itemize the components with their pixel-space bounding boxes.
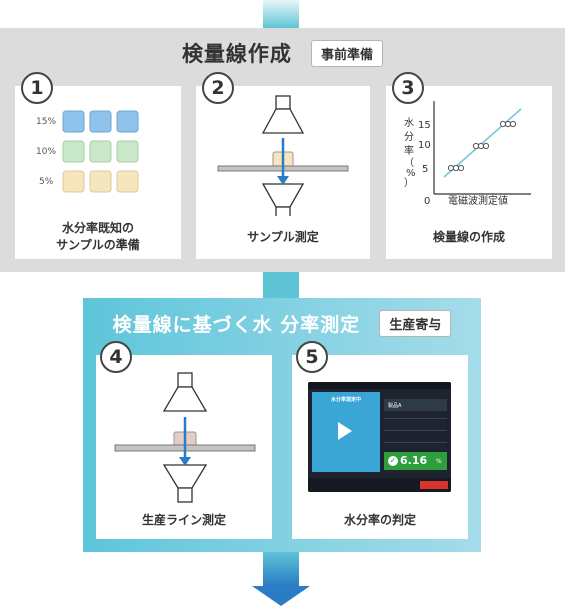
sample-label-10: 10% (36, 147, 56, 157)
measuring-panel: 水分率測定中 (312, 392, 380, 472)
wave-arrow-head-2 (179, 457, 191, 466)
product-box: 製品A (384, 399, 447, 411)
step-number-2: 2 (202, 72, 234, 104)
measurement-illustration (217, 95, 349, 216)
flow-arrow-middle (263, 272, 299, 298)
screen-top-bar (308, 382, 451, 389)
ylabel-char-3: 率 (404, 144, 414, 157)
production-header: 検量線に基づく水 分率測定 生産寄与 (83, 310, 481, 337)
data-points (447, 120, 517, 172)
production-title: 検量線に基づく水 分率測定 (112, 314, 361, 336)
sample-grid-illustration: 15% 10% 5% (36, 110, 139, 193)
stop-button-indicator (420, 481, 448, 489)
step-caption-1-line1: 水分率既知の (61, 221, 134, 235)
play-icon (338, 422, 352, 440)
moisture-meter-screen: 水分率測定中 製品A ✓ 6.16 % (308, 382, 451, 492)
moisture-result: ✓ 6.16 % (384, 452, 447, 470)
step-caption-1-line2: サンプルの準備 (56, 238, 140, 252)
product-name: 製品A (388, 403, 402, 409)
graph-ylabel: 水 分 率 （ % ） (404, 117, 416, 189)
samples-row-5 (62, 170, 139, 193)
measuring-panel-title: 水分率測定中 (330, 397, 361, 403)
step-caption-1: 水分率既知の サンプルの準備 (15, 220, 181, 254)
sensor-top-icon-2 (162, 372, 208, 412)
preparation-title: 検量線作成 (181, 42, 292, 66)
step-number-5: 5 (296, 341, 328, 373)
graph-xlabel: 電磁波測定値 (448, 194, 508, 207)
check-icon: ✓ (388, 456, 398, 466)
step-caption-4: 生産ライン測定 (141, 513, 226, 527)
sample-label-15: 15% (36, 117, 56, 127)
sample-label-5: 5% (39, 177, 54, 187)
moisture-value: 6.16 (400, 454, 428, 467)
sensor-top-icon (261, 95, 305, 134)
sensor-bottom-icon (261, 183, 305, 216)
step-card-3: 3 水 分 率 （ % ） 15 10 5 0 電磁波測定値 検量線の作成 (386, 72, 552, 259)
step-card-2: 2 サンプル測定 (196, 72, 370, 259)
flow-arrow-head (252, 586, 310, 606)
sensor-bottom-icon-2 (162, 464, 208, 503)
wave-arrow-head (277, 176, 289, 185)
step-card-1: 1 15% 10% 5% 水分率既知の サンプルの準備 (15, 72, 181, 259)
step-number-1: 1 (21, 72, 53, 104)
calibration-graph: 水 分 率 （ % ） 15 10 5 0 電磁波測定値 (404, 101, 531, 207)
samples-row-10 (62, 140, 139, 163)
moisture-unit: % (436, 458, 442, 465)
flow-arrow-top (263, 0, 299, 28)
step-caption-5: 水分率の判定 (343, 513, 416, 527)
ylabel-char-4: （ (404, 157, 414, 169)
preparation-header: 検量線作成 事前準備 (0, 38, 565, 68)
preparation-badge: 事前準備 (311, 39, 384, 67)
ytick-10: 10 (418, 140, 431, 151)
ylabel-char-5: % (406, 168, 416, 179)
step-number-3: 3 (392, 72, 424, 104)
screen-bottom-bar (308, 478, 451, 492)
screen-info-panel: 製品A ✓ 6.16 % (384, 392, 447, 472)
step-number-4: 4 (100, 341, 132, 373)
ytick-15: 15 (418, 120, 431, 131)
production-badge: 生産寄与 (379, 310, 452, 337)
line-measurement-illustration (114, 372, 256, 503)
ylabel-char-1: 水 (404, 117, 414, 129)
ylabel-char-2: 分 (404, 131, 414, 143)
origin-label: 0 (424, 196, 430, 207)
samples-row-15 (62, 110, 139, 133)
step-card-4: 4 生産ライン測定 (96, 341, 272, 539)
ytick-5: 5 (422, 164, 428, 175)
step-caption-3: 検量線の作成 (432, 230, 505, 244)
flow-arrow-bottom (263, 552, 299, 586)
step-caption-2: サンプル測定 (247, 230, 319, 244)
ylabel-char-6: ） (404, 177, 414, 189)
